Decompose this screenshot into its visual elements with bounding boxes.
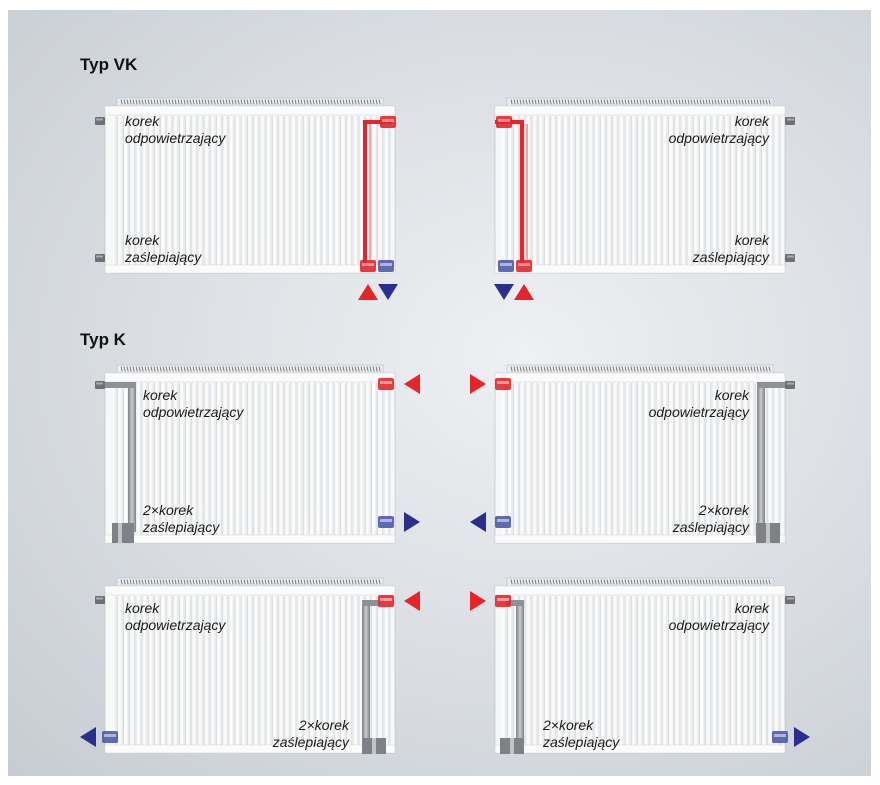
radiator-body [104,97,396,274]
radiator-body [494,577,786,754]
arrow-up-red-icon [358,284,378,300]
arrow-down-blue-icon [494,284,514,300]
supply-pipe [520,120,524,265]
arrow-left-red-icon [404,374,420,394]
arrow-left-blue-icon [470,512,486,532]
section-title-k: Typ K [80,330,126,349]
arrow-right-red-icon [470,374,486,394]
section-title-vk: Typ VK [80,55,138,74]
bypass-pipe [506,600,524,606]
vent-plug-icon [785,381,795,389]
bypass-pipe [362,600,380,606]
supply-pipe [363,120,367,265]
vent-plug-icon [95,596,105,604]
vent-plug-icon [95,117,105,125]
vent-plug-icon [785,596,795,604]
bypass-pipe [362,600,370,742]
supply-pipe [363,120,392,124]
arrow-right-blue-icon [794,727,810,747]
arrow-left-red-icon [404,591,420,611]
vent-plug-icon [95,381,105,389]
blank-plug-icon [95,254,105,262]
bypass-pipe [516,600,524,742]
bypass-pipe [105,382,136,388]
arrow-up-red-icon [514,284,534,300]
radiator-body [104,364,396,544]
bypass-pipe [757,382,765,532]
bypass-pipe [757,382,785,388]
vent-plug-icon [785,117,795,125]
blank-plug-double-icon [112,523,134,543]
radiator-body [104,577,396,754]
radiator-body [494,364,786,544]
bypass-pipe [128,382,136,532]
arrow-right-blue-icon [404,512,420,532]
blank-plug-icon [785,254,795,262]
arrow-right-red-icon [470,591,486,611]
arrow-down-blue-icon [378,284,398,300]
arrow-left-blue-icon [80,727,96,747]
